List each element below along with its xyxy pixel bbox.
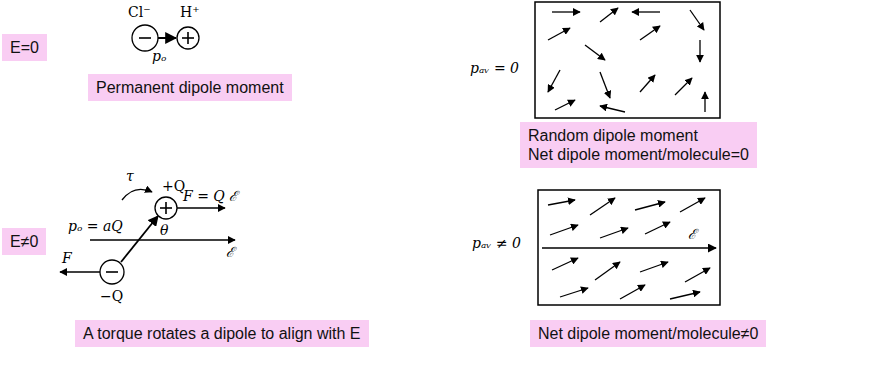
box-text: E≠0 [10, 232, 38, 251]
dipole-label: pₒ = aQ [68, 218, 123, 235]
angle-label: θ [160, 222, 168, 239]
caption-box: Random dipole momentNet dipole moment/mo… [520, 122, 757, 168]
caption-box: A torque rotates a dipole to align with … [75, 320, 369, 347]
random-dipoles [535, 2, 720, 118]
charge-label: +Q [162, 178, 185, 195]
torque-label: τ [126, 168, 134, 185]
ion-label: Cl⁻ [128, 4, 151, 21]
field-state-box: E=0 [2, 34, 47, 61]
field-label: ℰ [688, 226, 696, 243]
aligned-dipoles [538, 190, 720, 305]
permanent-dipole [132, 25, 199, 51]
force-label: F [62, 250, 72, 267]
average-label: pₐᵥ = 0 [470, 60, 519, 77]
box-text: Net dipole moment/molecule≠0 [538, 324, 758, 343]
caption-box: Permanent dipole moment [88, 74, 292, 101]
box-text: Net dipole moment/molecule=0 [528, 145, 749, 164]
field-label: ℰ [226, 244, 234, 261]
box-text: Permanent dipole moment [96, 78, 284, 97]
dipole-label: pₒ [152, 48, 166, 65]
force-label: F = Q ℰ [183, 188, 237, 205]
ion-label: H⁺ [180, 4, 200, 21]
charge-label: −Q [100, 288, 123, 305]
box-text: Random dipole moment [528, 126, 749, 145]
field-state-box: E≠0 [2, 228, 46, 255]
box-text: E=0 [10, 38, 39, 57]
caption-box: Net dipole moment/molecule≠0 [530, 320, 766, 347]
average-label: pₐᵥ ≠ 0 [472, 235, 521, 252]
box-text: A torque rotates a dipole to align with … [83, 324, 361, 343]
